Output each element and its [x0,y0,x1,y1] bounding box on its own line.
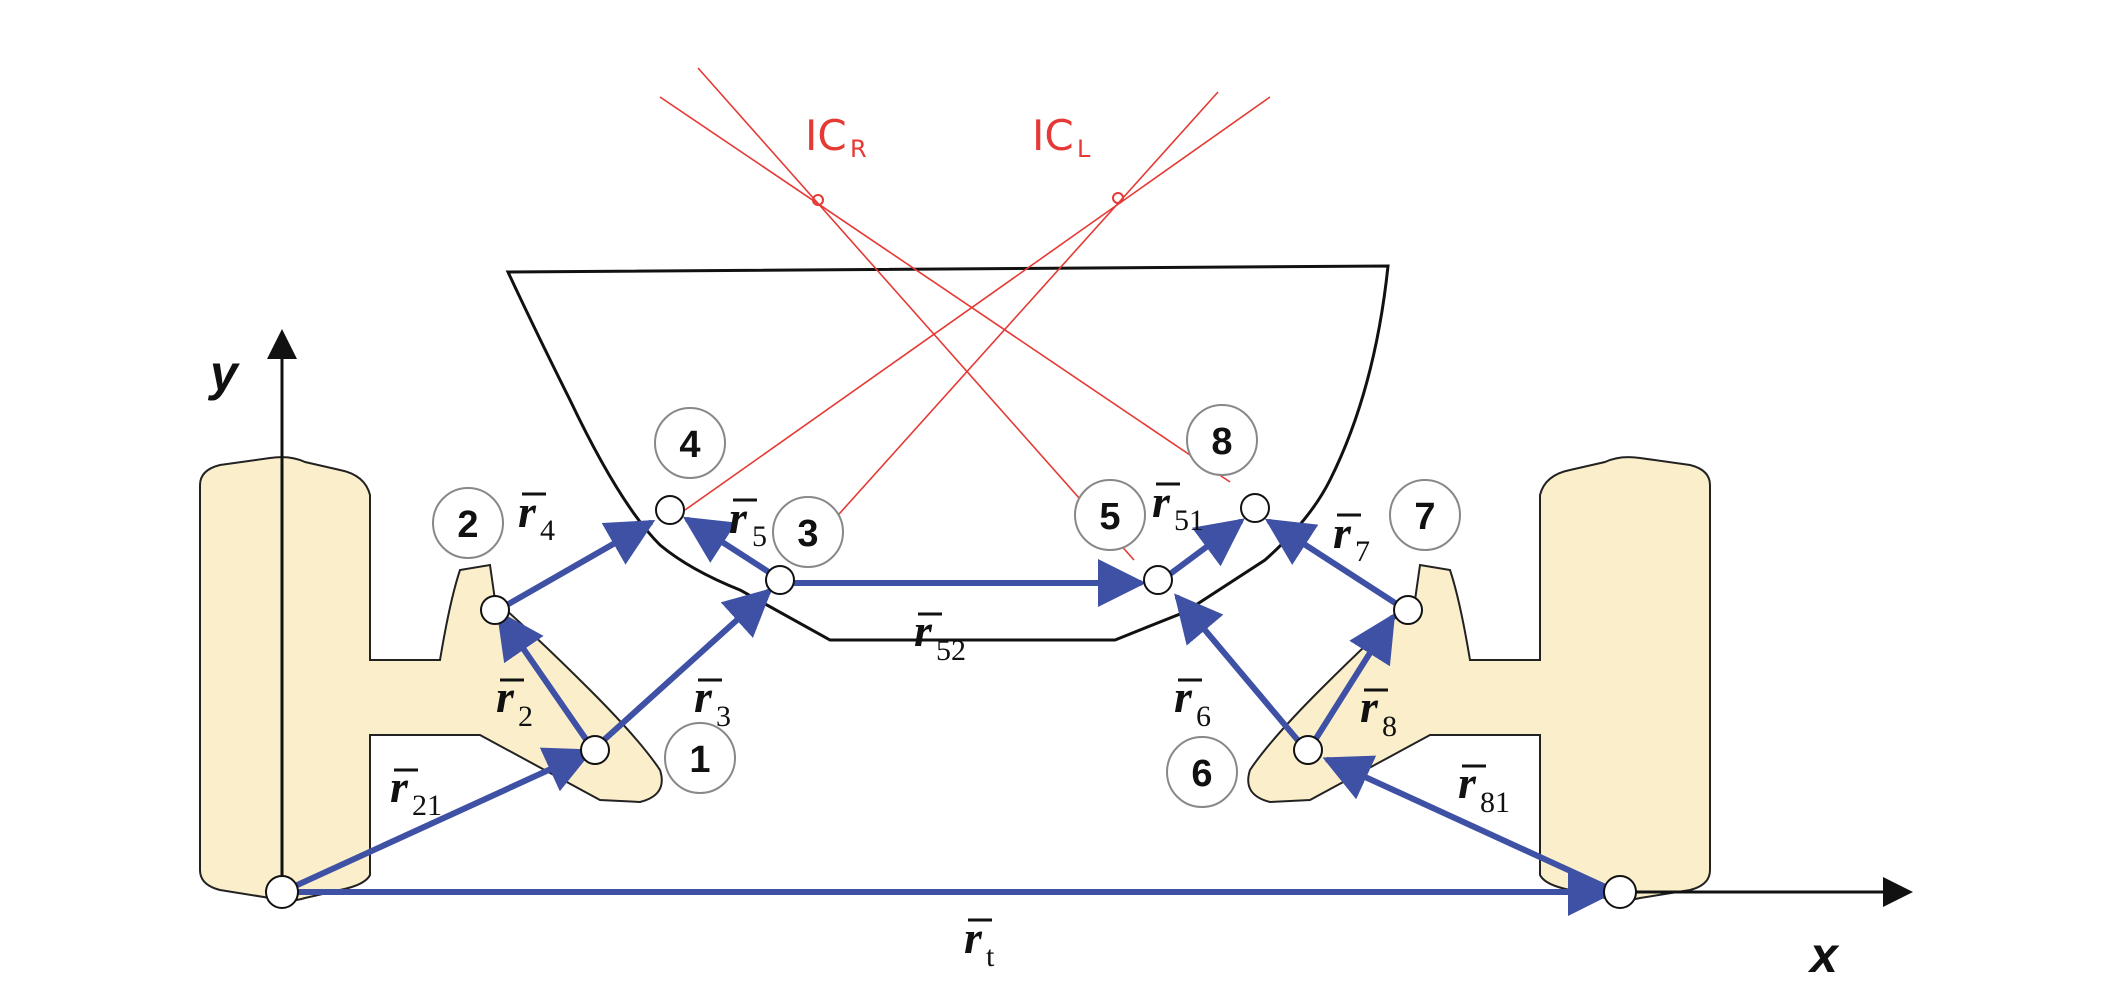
right-wheel-upright [1247,456,1711,902]
joint-8-point [1240,493,1270,523]
vector-r3-arrow [592,587,773,751]
vector-arrows [279,516,1616,916]
joint-5-point [1143,565,1173,595]
svg-text:3: 3 [716,700,731,733]
joint-label-2: 2 [432,487,504,559]
svg-text:1: 1 [689,739,710,781]
svg-text:r: r [1458,757,1477,808]
svg-text:L: L [1077,135,1091,163]
svg-text:2: 2 [518,700,533,733]
vector-label-r51: r 51 [1152,476,1204,537]
svg-text:r: r [518,486,537,537]
joint-points [265,493,1637,909]
joint-3-point [765,565,795,595]
ic-left-point [1112,192,1124,204]
svg-text:r: r [964,912,983,963]
svg-text:IC: IC [805,111,847,160]
vector-label-r5: r 5 [729,492,767,553]
svg-text:t: t [986,940,995,973]
vector-label-r4: r 4 [518,486,555,547]
vector-label-rt: r t [964,912,995,973]
joint-1-point [580,735,610,765]
svg-text:r: r [694,671,713,722]
left-wheel-upright [199,456,663,902]
vector-label-r8: r 8 [1360,681,1397,743]
svg-text:7: 7 [1355,535,1370,568]
vector-label-r2: r 2 [496,671,533,733]
instant-center-construction-lines [659,67,1271,563]
svg-text:6: 6 [1196,700,1211,733]
svg-text:R: R [850,135,867,163]
joint-4-point [655,495,685,525]
svg-text:r: r [914,605,933,656]
ic-right-point [812,194,824,206]
joint-label-8: 8 [1186,404,1258,476]
vector-r2-arrow [496,610,595,751]
ic-right-label: IC R [805,111,867,163]
vector-r8-arrow [1307,612,1396,751]
svg-text:r: r [496,671,515,722]
svg-text:4: 4 [679,424,700,466]
svg-text:r: r [729,492,748,543]
vector-label-r7: r 7 [1333,507,1370,568]
joint-label-7: 7 [1389,479,1461,551]
vector-label-r6: r 6 [1174,671,1211,733]
svg-text:81: 81 [1480,786,1510,819]
joint-label-3: 3 [772,496,844,568]
ic-left-label: IC L [1032,111,1091,163]
svg-text:51: 51 [1174,504,1204,537]
svg-text:21: 21 [412,789,442,822]
svg-text:2: 2 [457,504,478,546]
svg-text:r: r [1360,681,1379,732]
vector-label-r3: r 3 [694,671,731,733]
vector-r6-arrow [1174,593,1309,753]
joint-label-1: 1 [664,722,736,794]
y-axis-label: y [207,345,240,401]
vector-r81-arrow [1322,755,1615,893]
svg-text:r: r [1174,671,1193,722]
joint-7-point [1393,595,1423,625]
svg-text:5: 5 [1099,496,1120,538]
svg-text:8: 8 [1382,710,1397,743]
vector-r51-arrow [1159,518,1245,583]
svg-text:6: 6 [1191,753,1212,795]
svg-text:7: 7 [1414,496,1435,538]
vector-r4-arrow [495,520,656,613]
svg-text:3: 3 [797,513,818,555]
svg-text:IC: IC [1032,111,1074,160]
joint-2-point [480,595,510,625]
joint-label-4: 4 [654,407,726,479]
joint-label-5: 5 [1074,479,1146,551]
vector-r5-arrow [682,516,781,581]
vector-r21-arrow [279,747,594,895]
vector-r7-arrow [1264,518,1409,613]
svg-text:r: r [1152,476,1171,527]
svg-text:r: r [390,761,409,812]
vector-label-r52: r 52 [914,605,966,667]
x-axis-label: x [1807,927,1840,983]
svg-text:4: 4 [540,514,555,547]
joint-origin-right [1603,875,1637,909]
svg-text:5: 5 [752,520,767,553]
vector-label-r81: r 81 [1458,757,1510,819]
joint-label-6: 6 [1166,736,1238,808]
svg-text:8: 8 [1211,421,1232,463]
joint-origin-left [265,875,299,909]
vector-label-r21: r 21 [390,761,442,822]
joint-6-point [1293,735,1323,765]
svg-text:52: 52 [936,634,966,667]
svg-text:r: r [1333,507,1352,558]
